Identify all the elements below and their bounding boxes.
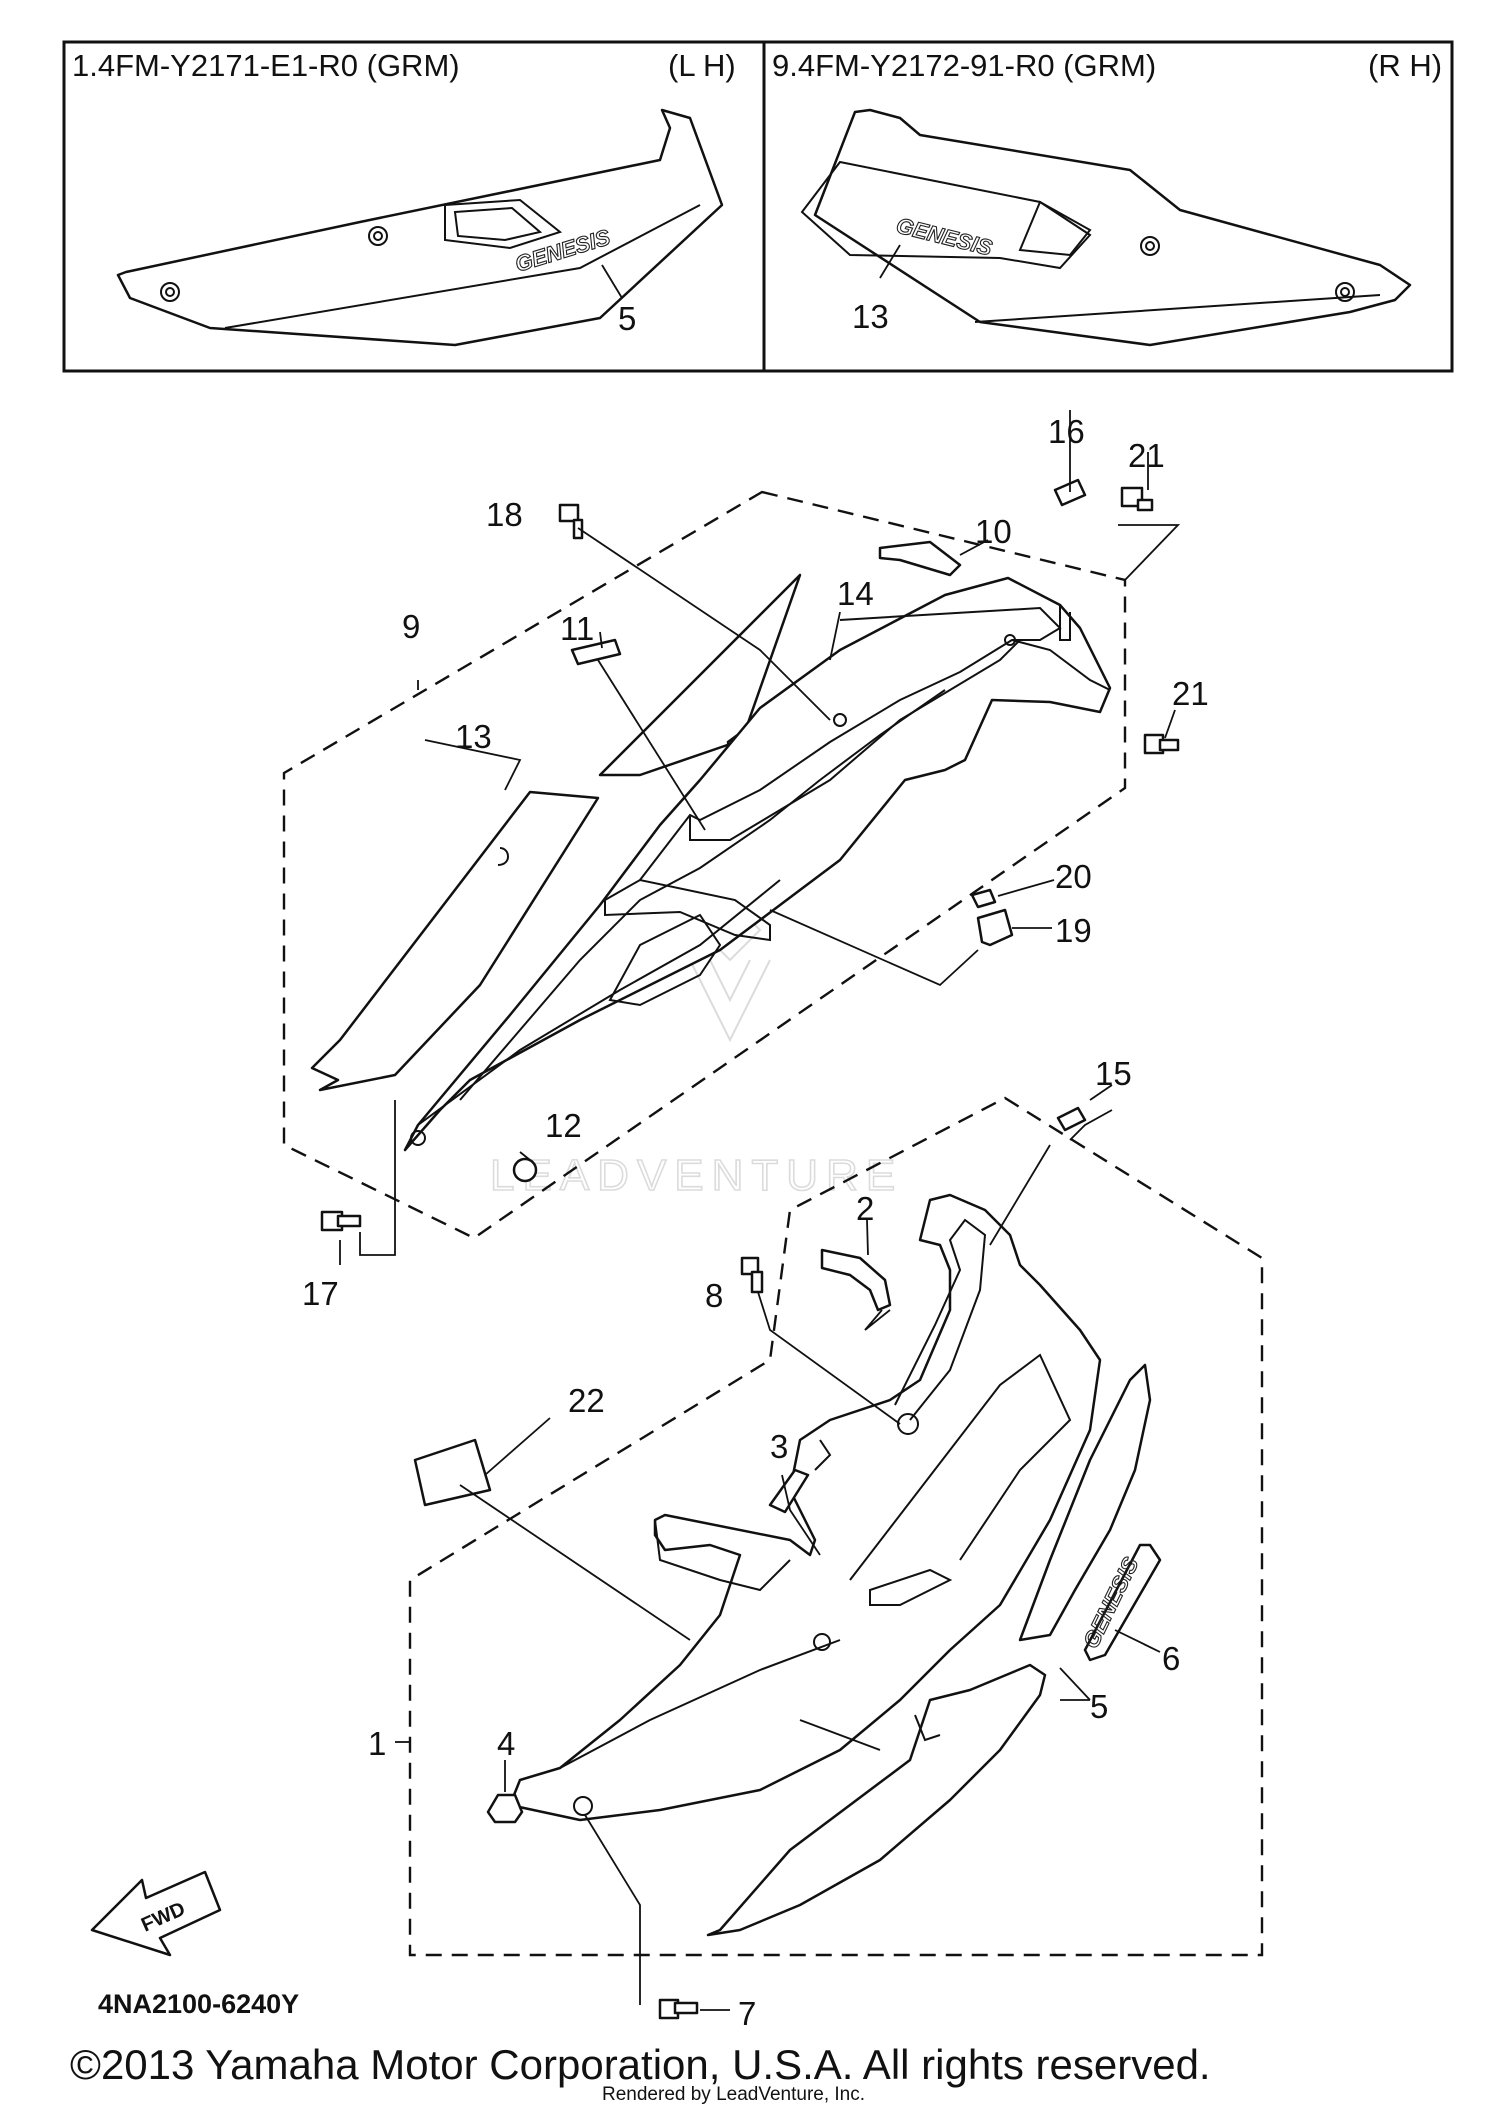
item-8-screw	[740, 1256, 764, 1294]
rh-part-code: 9.4FM-Y2172-91-R0 (GRM)	[772, 48, 1156, 83]
item-3-pad	[768, 1468, 810, 1514]
item-7-screw	[658, 1998, 699, 2020]
inset-callout-13: 13	[852, 298, 889, 335]
item-12-grommet	[512, 1157, 538, 1183]
fwd-arrow-icon: FWD	[90, 1870, 222, 1957]
callout-12: 12	[545, 1107, 582, 1144]
item-22-label	[413, 1438, 492, 1507]
item-5-decal	[706, 1663, 1047, 1937]
callout-5: 5	[1090, 1688, 1108, 1725]
leadventure-watermark: LEADVENTURE	[489, 898, 903, 1201]
callout-18: 18	[486, 496, 523, 533]
upper-cover-assembly: 16 21 18 10 9 11 14 21 13 20 19 15 12 17	[282, 410, 1209, 1312]
item-20-collar	[970, 888, 997, 909]
item-4-grommet	[486, 1793, 524, 1824]
callout-13: 13	[455, 718, 492, 755]
lh-side-label: (L H)	[668, 48, 736, 83]
callout-9: 9	[402, 608, 420, 645]
callout-16: 16	[1048, 413, 1085, 450]
watermark-text: LEADVENTURE	[490, 1151, 903, 1200]
callout-22: 22	[568, 1382, 605, 1419]
item-15-tab	[1056, 1106, 1087, 1132]
item-17-screw	[320, 1210, 362, 1232]
callout-17: 17	[302, 1275, 339, 1312]
callout-11: 11	[560, 610, 594, 647]
item-5-upper-decal	[1018, 1363, 1152, 1642]
lh-part-code: 1.4FM-Y2171-E1-R0 (GRM)	[72, 48, 460, 83]
callout-2: 2	[856, 1190, 874, 1227]
inset-callout-5: 5	[618, 300, 636, 337]
item-21-screw-a	[1120, 486, 1154, 512]
rh-side-cover-inset: GENESIS 13	[800, 108, 1412, 347]
callout-1: 1	[368, 1725, 386, 1762]
rendered-by: Rendered by LeadVenture, Inc.	[602, 2084, 865, 2105]
diagram-code: 4NA2100-6240Y	[98, 1989, 299, 2019]
callout-20: 20	[1055, 858, 1092, 895]
copyright: ©2013 Yamaha Motor Corporation, U.S.A. A…	[70, 2041, 1211, 2088]
item-13-decal-sheet	[310, 790, 600, 1092]
rh-side-label: (R H)	[1368, 48, 1442, 83]
lower-cover-assembly: GENESIS 2 8 22 3	[368, 1096, 1264, 2032]
group-1-boundary	[408, 1096, 1264, 1957]
callout-7: 7	[738, 1995, 756, 2032]
item-2-bracket	[820, 1248, 892, 1312]
item-10-pad	[878, 540, 962, 577]
callout-8: 8	[705, 1277, 723, 1314]
callout-3: 3	[770, 1428, 788, 1465]
upper-cover-body	[403, 576, 1112, 1152]
callout-21-a: 21	[1128, 437, 1165, 474]
item-6-badge	[1083, 1543, 1162, 1662]
item-19-clip	[976, 908, 1014, 947]
callout-15: 15	[1095, 1055, 1132, 1092]
lh-side-cover-inset: GENESIS 5	[116, 108, 724, 347]
item-18-screw	[558, 503, 584, 540]
callout-21-b: 21	[1172, 675, 1209, 712]
callout-4: 4	[497, 1725, 515, 1762]
item-21-screw-b	[1143, 733, 1180, 755]
callout-10: 10	[975, 513, 1012, 550]
callout-19: 19	[1055, 912, 1092, 949]
callout-6: 6	[1162, 1640, 1180, 1677]
callout-14: 14	[837, 575, 874, 612]
